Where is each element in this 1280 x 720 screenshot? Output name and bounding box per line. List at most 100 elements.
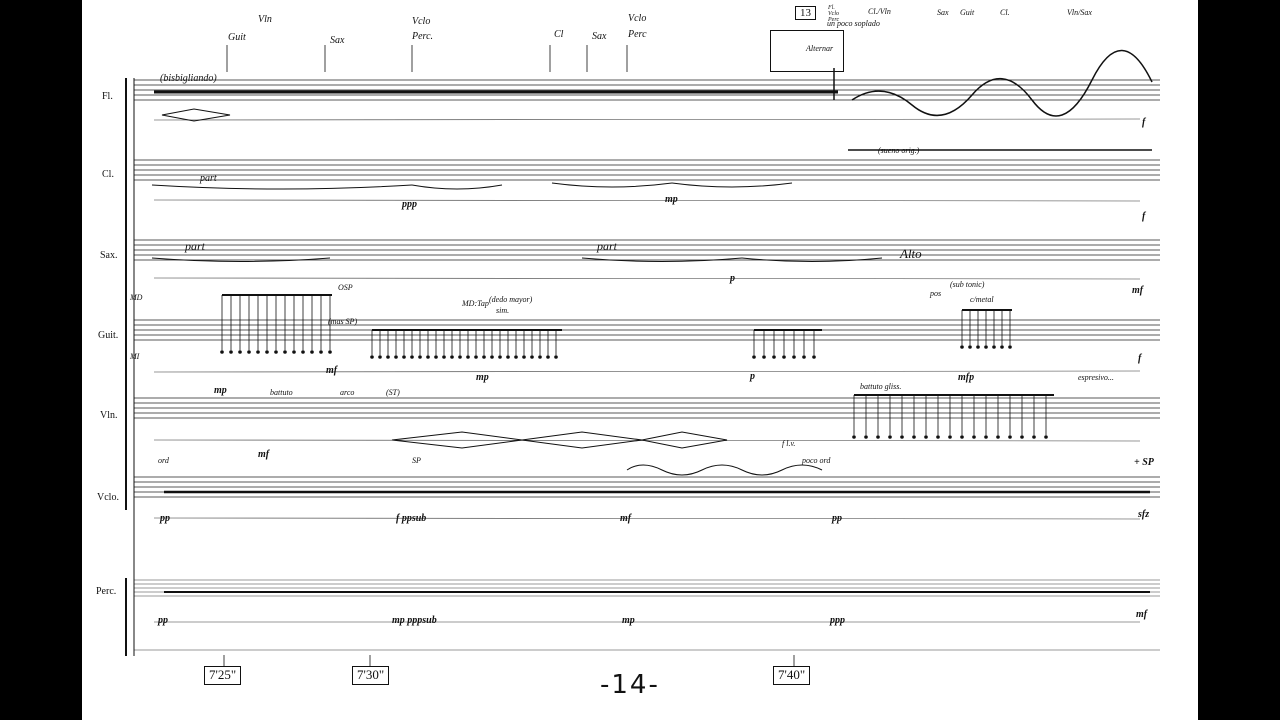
text-osp: OSP xyxy=(338,283,353,292)
score-notation xyxy=(125,45,1160,666)
text-c-metal: c/metal xyxy=(970,295,994,304)
dyn-mf-perc: mf xyxy=(1136,609,1148,620)
dynamic-line xyxy=(153,370,1141,373)
guitar-cluster xyxy=(976,345,980,349)
dyn-p-guit: p xyxy=(750,371,755,382)
dyn-mf-vln: mf xyxy=(258,449,270,460)
guitar-cluster xyxy=(514,355,518,359)
cue-cl-right: Cl. xyxy=(1000,8,1010,17)
guitar-cluster xyxy=(466,355,470,359)
guitar-cluster xyxy=(762,355,766,359)
rehearsal-mark: 13 xyxy=(795,6,816,20)
violin-gliss xyxy=(1020,435,1024,439)
cue-sax-right: Sax xyxy=(937,8,949,17)
violin-gliss xyxy=(876,435,880,439)
guitar-cluster xyxy=(782,355,786,359)
cue-vclo-2: Vclo xyxy=(628,13,647,24)
dynamic-line xyxy=(153,517,1141,520)
guitar-cluster xyxy=(1000,345,1004,349)
guitar-cluster xyxy=(220,350,224,354)
cue-fl-vclo-perc: Fl. Vclo Perc xyxy=(828,5,840,23)
text-part-sax: part xyxy=(185,239,206,253)
violin-gliss xyxy=(996,435,1000,439)
slur xyxy=(151,257,331,262)
guitar-cluster xyxy=(458,355,462,359)
cue-cl-vln: Cl./Vln xyxy=(868,7,891,16)
text-mi: MI xyxy=(130,352,140,361)
violin-gliss xyxy=(1032,435,1036,439)
dynamic-line xyxy=(153,199,1141,202)
dyn-f-cl: f xyxy=(1142,211,1146,222)
text-part-sax-2: part xyxy=(597,239,618,253)
cue-vclo: Vclo xyxy=(412,16,431,27)
alternar-box xyxy=(770,30,844,72)
text-md: MD xyxy=(130,293,143,302)
text-battuto: battuto xyxy=(270,388,293,397)
guitar-cluster xyxy=(402,355,406,359)
time-mark-3: 7'40" xyxy=(773,666,811,685)
guitar-cluster xyxy=(238,350,242,354)
score-page: Fl. Cl. Sax. Guit. Vln. Vclo. Perc. Vln … xyxy=(82,0,1198,720)
text-poco-ord: poco ord xyxy=(802,456,831,465)
guitar-cluster xyxy=(310,350,314,354)
guitar-cluster xyxy=(378,355,382,359)
dynamic-line xyxy=(153,118,1141,121)
guitar-cluster xyxy=(256,350,260,354)
guitar-cluster xyxy=(328,350,332,354)
cue-vln-sax: Vln/Sax xyxy=(1067,8,1092,17)
slur xyxy=(671,182,793,188)
violin-gliss xyxy=(1008,435,1012,439)
guitar-cluster xyxy=(418,355,422,359)
text-sueno: (sueno orig.) xyxy=(878,146,920,155)
dyn-mp-perc: mp xyxy=(622,615,635,626)
guitar-cluster xyxy=(546,355,550,359)
text-sub-tonic: (sub tonic) xyxy=(950,280,985,289)
guitar-cluster xyxy=(506,355,510,359)
text-sim: sim. xyxy=(496,306,510,315)
dyn-mf-guit: mf xyxy=(326,365,338,376)
guitar-cluster xyxy=(450,355,454,359)
guitar-cluster xyxy=(752,355,756,359)
dyn-f-guit: f xyxy=(1138,353,1142,364)
cue-guit: Guit xyxy=(228,32,246,43)
violin-gliss xyxy=(984,435,988,439)
page-number: -14- xyxy=(600,670,660,700)
cue-sax: Sax xyxy=(330,35,345,46)
guitar-cluster xyxy=(490,355,494,359)
text-pos: pos xyxy=(930,289,942,298)
violin-gliss xyxy=(936,435,940,439)
dyn-pp-vclo: pp xyxy=(160,513,170,524)
text-dedo-mayor: (dedo mayor) xyxy=(489,295,533,304)
guitar-cluster xyxy=(812,355,816,359)
cue-guit-right: Guit xyxy=(960,8,975,17)
dyn-ppp-cl: ppp xyxy=(402,199,417,210)
dyn-ppp-perc: ppp xyxy=(830,615,845,626)
violin-gliss xyxy=(972,435,976,439)
label-flute: Fl. xyxy=(102,91,113,102)
dyn-mp-cl: mp xyxy=(665,194,678,205)
flute-wavy-line xyxy=(851,49,1153,117)
text-flv: f l.v. xyxy=(782,439,796,448)
dyn-mp-guit: mp xyxy=(476,372,489,383)
guitar-cluster xyxy=(992,345,996,349)
guitar-cluster xyxy=(498,355,502,359)
cello-tremolo-line xyxy=(626,464,823,476)
guitar-cluster xyxy=(301,350,305,354)
text-espresivo: espresivo... xyxy=(1078,373,1114,382)
cue-perc-2: Perc xyxy=(628,29,647,40)
slur xyxy=(151,184,413,190)
guitar-cluster xyxy=(474,355,478,359)
text-ord: ord xyxy=(158,456,169,465)
guitar-cluster xyxy=(283,350,287,354)
guitar-cluster xyxy=(265,350,269,354)
violin-gliss xyxy=(960,435,964,439)
slur xyxy=(411,184,503,190)
guitar-cluster xyxy=(792,355,796,359)
violin-gliss xyxy=(948,435,952,439)
flute-trill-diamond xyxy=(161,108,231,122)
dyn-f-fl: f xyxy=(1142,117,1146,128)
violin-gliss xyxy=(852,435,856,439)
guitar-cluster xyxy=(984,345,988,349)
guitar-cluster xyxy=(247,350,251,354)
guitar-cluster xyxy=(442,355,446,359)
